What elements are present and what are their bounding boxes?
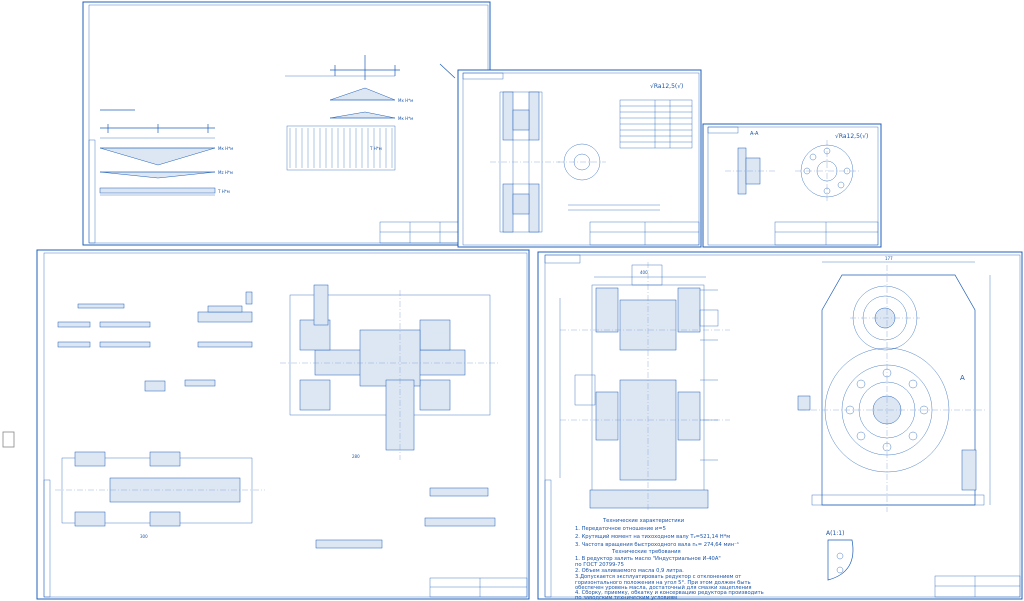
- tech-req-3c: обеспечен уровень масла, достаточный для…: [575, 584, 751, 591]
- roughness-mark-2: √Ra12,5(√): [835, 133, 868, 140]
- tech-char-3: 3. Частота вращения быстроходного вала n…: [575, 542, 739, 548]
- moment-label-6: T Н*м: [369, 146, 382, 151]
- selection-square[interactable]: [2, 431, 15, 448]
- tech-req-4: 4. Сборку, приемку, обкатку и консерваци…: [575, 590, 764, 596]
- moment-label-1: Мк Н*м: [218, 146, 233, 151]
- tech-req-1: 1. В редуктор залить масло "Индустриальн…: [575, 556, 721, 562]
- shaft-2-diagram: [285, 55, 400, 171]
- tech-req-4b: по заводским техническим условиям: [575, 595, 677, 601]
- section-aa-label: A-A: [750, 131, 759, 137]
- roughness-mark-1: √Ra12,5(√): [650, 83, 683, 90]
- moment-label-5: Мк Н*м: [398, 116, 413, 121]
- hatch-area: [289, 128, 393, 168]
- technical-notes: Технические характеристики 1. Передаточн…: [575, 518, 764, 601]
- view-a-arrow-label: A: [960, 374, 965, 382]
- tech-req-2: 2. Объем заливаемого масла 0,9 литра.: [575, 568, 684, 574]
- tech-req-title: Технические требования: [611, 549, 681, 555]
- shaft-1-diagram: [99, 109, 216, 196]
- view-a-label: A(1:1): [826, 530, 844, 537]
- dim-label-c: 280: [352, 454, 360, 459]
- dim-label-d: 300: [140, 534, 148, 539]
- dim-label-a: 400: [640, 270, 648, 275]
- tech-req-3b: горизонтального положения на угол 5°. Пр…: [575, 580, 751, 586]
- tech-char-title: Технические характеристики: [602, 518, 684, 524]
- moment-label-4: Мх Н*м: [398, 98, 413, 103]
- moment-label-3: T Н*м: [217, 189, 230, 194]
- tech-char-1: 1. Передаточное отношение и=5: [575, 526, 666, 532]
- sheet-load-diagrams: Мк Н*м Мz Н*м T Н*м Мх Н*м: [82, 1, 491, 246]
- sheet-assembly: A(1:1) A: [537, 251, 1023, 600]
- dim-label-b: 177: [885, 256, 893, 261]
- sheet-gear-wheel: √Ra12,5(√): [457, 69, 702, 248]
- sheet-parts: [36, 249, 530, 600]
- tech-char-2: 2. Крутящий момент на тихоходном валу T₂…: [575, 533, 730, 540]
- tech-req-3: 3.Допускается эксплуатировать редуктор с…: [575, 574, 741, 580]
- gearbox-section: [560, 262, 730, 510]
- housing-side-view: [797, 265, 985, 512]
- sheet-cover: A-A √Ra12,5(√): [702, 123, 882, 248]
- moment-label-2: Мz Н*м: [218, 170, 233, 175]
- tech-req-1b: по ГОСТ 20799-75: [575, 562, 624, 568]
